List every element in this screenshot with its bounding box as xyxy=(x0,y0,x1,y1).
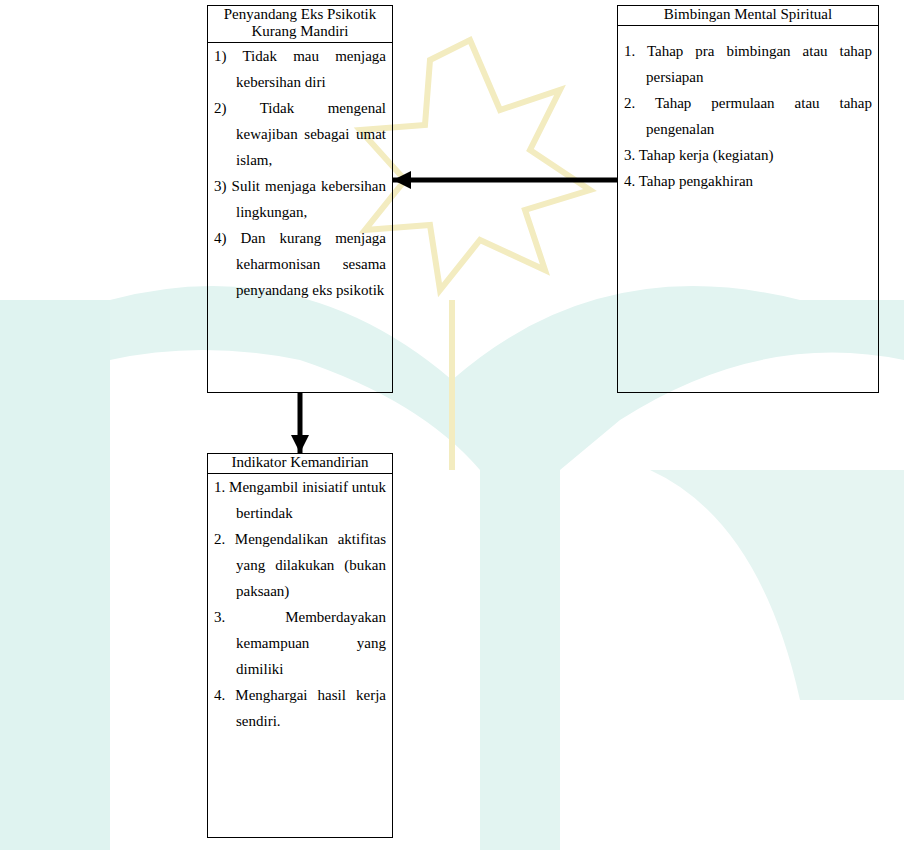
list-item: 2) Tidak mengenal kewajiban sebagai umat… xyxy=(208,95,392,173)
watermark-shape xyxy=(449,300,455,470)
watermark-shape xyxy=(360,40,590,290)
watermark-shape xyxy=(0,300,110,850)
box-heading: Penyandang Eks Psikotik Kurang Mandiri xyxy=(208,6,392,43)
list-item: 1. Tahap pra bimbingan atau tahap persia… xyxy=(618,38,878,90)
list-item: 1. Mengambil inisiatif untuk bertindak xyxy=(208,474,392,526)
list-box: Indikator Kemandirian1. Mengambil inisia… xyxy=(207,453,393,838)
list-item: 1) Tidak mau menjaga kebersihan diri xyxy=(208,43,392,95)
flow-arrow xyxy=(298,393,303,453)
list-item: 4. Menghargai hasil kerja sendiri. xyxy=(208,682,392,734)
list-item: 3. Memberdayakan kemampuan yang dimiliki xyxy=(208,604,392,682)
list-box: Penyandang Eks Psikotik Kurang Mandiri1)… xyxy=(207,5,393,393)
list-item: 4. Tahap pengakhiran xyxy=(618,168,878,194)
box-heading: Bimbingan Mental Spiritual xyxy=(618,6,878,26)
list-box: Bimbingan Mental Spiritual 1. Tahap pra b… xyxy=(617,5,879,393)
list-item: 3) Sulit menjaga kebersihan lingkungan, xyxy=(208,173,392,225)
watermark-shape xyxy=(650,470,904,700)
list-item: 4) Dan kurang menjaga keharmonisan sesam… xyxy=(208,225,392,303)
list-item: 3. Tahap kerja (kegiatan) xyxy=(618,142,878,168)
list-item: 2. Tahap permulaan atau tahap pengenalan xyxy=(618,90,878,142)
flow-arrow xyxy=(393,178,617,183)
box-heading: Indikator Kemandirian xyxy=(208,454,392,474)
watermark-shape xyxy=(110,286,904,850)
list-item: 2. Mengendalikan aktifitas yang dilakuka… xyxy=(208,526,392,604)
